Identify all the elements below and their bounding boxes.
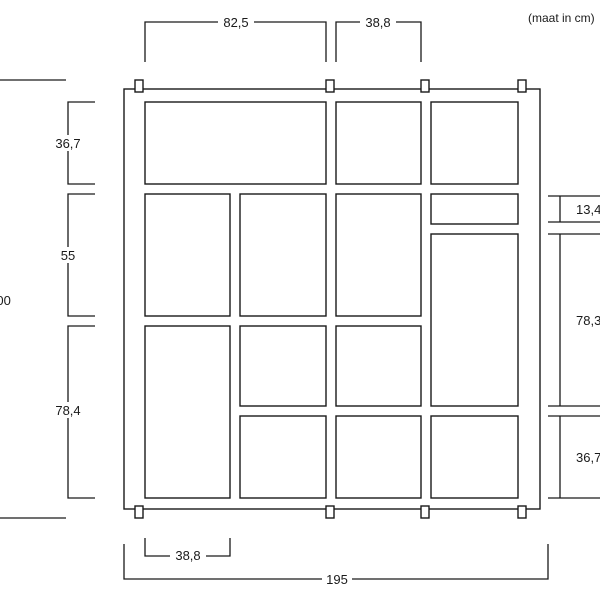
panels: [144, 101, 519, 499]
post-bottom-3: [420, 505, 430, 519]
dim-top-a-label: 82,5: [223, 15, 248, 30]
panel-r3-c3: [335, 325, 422, 407]
units-note: (maat in cm): [528, 11, 595, 25]
post-bottom-2: [325, 505, 335, 519]
dim-left-row-1: 36,7: [52, 101, 95, 185]
dim-bottom-a-label: 38,8: [175, 548, 200, 563]
dim-bottom-a: 38,8: [144, 538, 231, 564]
panel-r2-c1: [144, 193, 231, 317]
dim-left-row-2-label: 55: [61, 248, 75, 263]
dim-right-row-3: 36,7: [548, 415, 600, 499]
panel-right-tall: [430, 233, 519, 407]
dim-left-row-3: 78,4: [52, 325, 95, 499]
post-bottom-1: [134, 505, 144, 519]
dim-left-total: 200: [0, 79, 66, 519]
post-bottom-4: [517, 505, 527, 519]
panel-r2-c3: [335, 193, 422, 317]
dim-left-row-2: 55: [58, 193, 95, 317]
panel-r3-c1-tall: [144, 325, 231, 499]
panel-r2-c2: [239, 193, 327, 317]
dim-left-row-3-label: 78,4: [55, 403, 80, 418]
post-top-2: [325, 79, 335, 93]
panel-r4-c4: [430, 415, 519, 499]
dim-bottom-total-label: 195: [326, 572, 348, 587]
dim-top-b: 38,8: [335, 14, 422, 62]
panel-r1-wide: [144, 101, 327, 185]
post-top-1: [134, 79, 144, 93]
post-top-4: [517, 79, 527, 93]
dim-right-row-3-label: 36,7: [576, 450, 600, 465]
dim-bottom-total: 195: [123, 544, 549, 587]
dim-top-b-label: 38,8: [365, 15, 390, 30]
panel-r2-c4-top: [430, 193, 519, 225]
dim-right-row-2b-label: 78,3: [576, 313, 600, 328]
dim-top-a: 82,5: [144, 14, 327, 62]
panel-r1-mid: [335, 101, 422, 185]
post-top-3: [420, 79, 430, 93]
panel-r1-right: [430, 101, 519, 185]
panel-r4-c3: [335, 415, 422, 499]
dim-right-row-2a: 13,4: [548, 195, 600, 223]
panel-r4-c2: [239, 415, 327, 499]
dim-right-row-2a-label: 13,4: [576, 202, 600, 217]
dim-right-row-2b: 78,3: [548, 233, 600, 407]
dim-left-row-1-label: 36,7: [55, 136, 80, 151]
dim-left-total-label: 200: [0, 293, 11, 308]
panel-r3-c2: [239, 325, 327, 407]
